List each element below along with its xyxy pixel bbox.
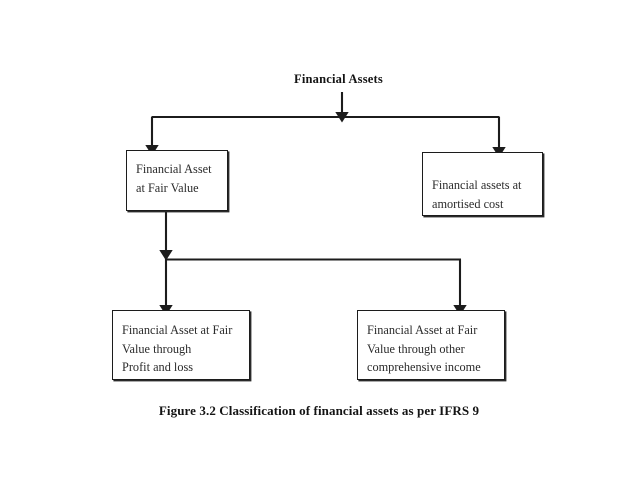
node-fair-value-through-profit-and-loss[interactable]: Financial Asset at Fair Value through Pr…: [112, 310, 250, 380]
node-label-amortised-cost: Financial assets at amortised cost: [432, 178, 522, 211]
node-label-fvoci: Financial Asset at Fair Value through ot…: [367, 323, 481, 374]
figure-caption: Figure 3.2 Classification of financial a…: [158, 403, 480, 418]
node-financial-assets-at-amortised-cost[interactable]: Financial assets at amortised cost: [422, 152, 543, 216]
root-node-label: Financial Assets: [294, 72, 383, 86]
node-financial-asset-at-fair-value[interactable]: Financial Asset at Fair Value: [126, 150, 228, 211]
node-label-fair-value: Financial Asset at Fair Value: [136, 162, 212, 195]
node-fair-value-through-other-comprehensive-income[interactable]: Financial Asset at Fair Value through ot…: [357, 310, 505, 380]
node-label-fvtpl: Financial Asset at Fair Value through Pr…: [122, 323, 233, 374]
